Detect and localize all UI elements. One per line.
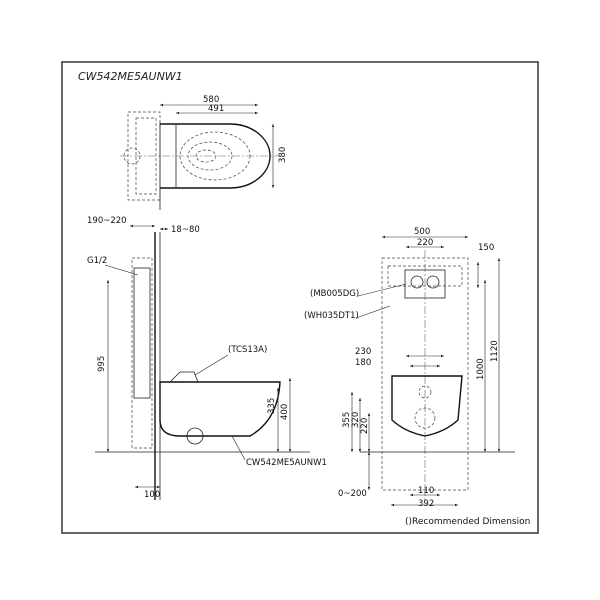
model-title: CW542ME5AUNW1 bbox=[78, 70, 183, 83]
label-mb005dg: (MB005DG) bbox=[310, 289, 359, 299]
dim-190-220: 190~220 bbox=[87, 216, 127, 226]
top-view: 580 491 380 bbox=[120, 95, 288, 210]
label-tcs13a: (TCS13A) bbox=[228, 345, 267, 355]
dim-220-bottom: 220 bbox=[360, 418, 370, 434]
dim-0-200: 0~200 bbox=[338, 489, 367, 499]
dim-18-80: 18~80 bbox=[171, 225, 200, 235]
dim-995: 995 bbox=[97, 356, 107, 372]
dim-230: 230 bbox=[355, 347, 371, 357]
dim-110: 110 bbox=[418, 486, 434, 496]
dim-400: 400 bbox=[280, 404, 290, 420]
front-view: 500 220 150 230 180 1000 1120 355 320 22… bbox=[304, 227, 515, 509]
dim-100: 100 bbox=[144, 490, 160, 500]
drawing-frame bbox=[61, 61, 539, 534]
recommended-dimension-note: ()Recommended Dimension bbox=[405, 517, 530, 527]
dim-392: 392 bbox=[418, 499, 434, 509]
dim-580: 580 bbox=[203, 95, 219, 105]
dim-320: 320 bbox=[351, 412, 361, 428]
dim-380: 380 bbox=[278, 147, 288, 163]
dim-500: 500 bbox=[414, 227, 430, 237]
dim-491: 491 bbox=[208, 104, 224, 114]
dim-1120: 1120 bbox=[490, 340, 500, 362]
dim-180: 180 bbox=[355, 358, 371, 368]
label-wh035dt1: (WH035DT1) bbox=[304, 311, 359, 321]
dim-355: 355 bbox=[342, 412, 352, 428]
label-g1-2: G1/2 bbox=[87, 256, 107, 266]
side-view: 190~220 18~80 995 335 400 100 G1/2 (TCS1… bbox=[87, 216, 327, 500]
dim-335: 335 bbox=[267, 398, 277, 414]
dim-220-top: 220 bbox=[417, 238, 433, 248]
dim-1000: 1000 bbox=[476, 358, 486, 380]
label-cw542me5aunw1: CW542ME5AUNW1 bbox=[246, 458, 327, 468]
dim-150: 150 bbox=[478, 243, 494, 253]
